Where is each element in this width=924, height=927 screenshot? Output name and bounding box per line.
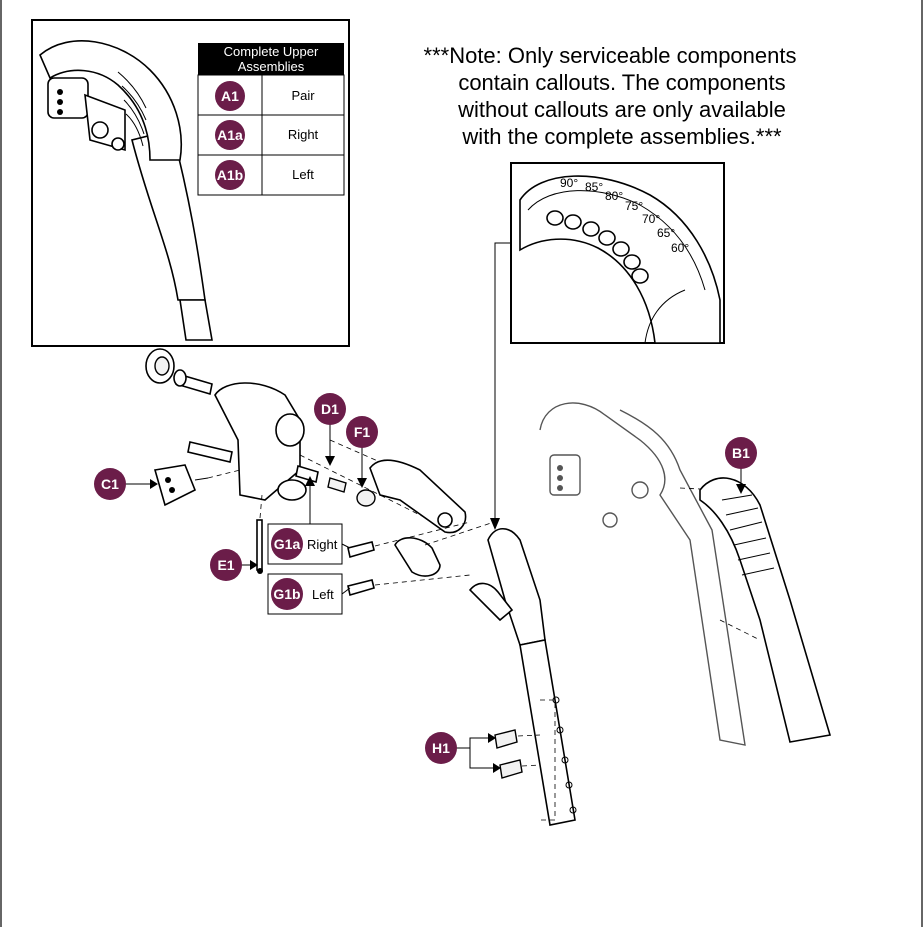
note-line-2: contain callouts. The components bbox=[458, 70, 785, 95]
callout-g1-group: G1a Right G1b Left bbox=[267, 476, 351, 615]
callout-c1-badge bbox=[94, 468, 126, 500]
angle-80: 80° bbox=[605, 189, 623, 203]
angle-65: 65° bbox=[657, 226, 675, 240]
callout-c1: C1 bbox=[101, 476, 119, 492]
callout-g1a: G1a bbox=[274, 536, 301, 552]
table-cell-left: Left bbox=[292, 167, 314, 182]
callout-g1b: G1b bbox=[273, 586, 300, 602]
table-cell-pair: Pair bbox=[291, 88, 315, 103]
callout-h1-badge bbox=[425, 732, 457, 764]
angle-detail-inset: 90° 85° 80° 75° 70° 65° 60° bbox=[510, 162, 725, 344]
angle-85: 85° bbox=[585, 180, 603, 194]
callout-a1b: A1b bbox=[217, 167, 243, 183]
housing-part bbox=[214, 382, 301, 501]
note-line-3: without callouts are only available bbox=[457, 97, 786, 122]
callout-b1: B1 bbox=[732, 445, 750, 461]
d1-screw-part bbox=[327, 477, 347, 493]
table-cell-right: Right bbox=[288, 127, 319, 142]
table-header-line2: Assemblies bbox=[238, 59, 305, 74]
pin-part bbox=[256, 519, 263, 571]
angle-70: 70° bbox=[642, 212, 660, 226]
f1-knob-part bbox=[356, 489, 376, 507]
center-tube-part bbox=[519, 639, 576, 826]
callout-a1: A1 bbox=[221, 88, 239, 104]
set-screw-part bbox=[295, 464, 319, 484]
h1-screw-bottom-part bbox=[499, 759, 523, 779]
lower-bolt-part bbox=[187, 441, 233, 463]
g1a-bolt-part bbox=[347, 541, 375, 559]
callout-f1-badge bbox=[346, 416, 378, 448]
serviceable-note: ***Note: Only serviceable components con… bbox=[424, 43, 797, 149]
clamp-block-part bbox=[153, 464, 197, 507]
callout-a1a-badge bbox=[215, 120, 245, 150]
detail-leader bbox=[494, 242, 511, 525]
angle-90: 90° bbox=[560, 176, 578, 190]
angle-60: 60° bbox=[671, 241, 689, 255]
callout-c1-group: C1 bbox=[94, 468, 158, 500]
table-header-line1: Complete Upper bbox=[224, 44, 319, 59]
detail-leader-arrow bbox=[490, 518, 500, 530]
h1-screw-top-part bbox=[494, 729, 518, 749]
g1b-side-label: Left bbox=[312, 587, 334, 602]
callout-d1-group: D1 bbox=[314, 393, 346, 466]
callout-e1: E1 bbox=[217, 557, 234, 573]
table-header-bg bbox=[198, 43, 344, 75]
callout-h1-group: H1 bbox=[425, 732, 501, 773]
callout-e1-group: E1 bbox=[210, 549, 258, 581]
callout-f1-group: F1 bbox=[346, 416, 378, 488]
callout-e1-badge bbox=[210, 549, 242, 581]
callout-g1a-badge bbox=[271, 528, 303, 560]
callout-b1-badge bbox=[725, 437, 757, 469]
note-line-1: ***Note: Only serviceable components bbox=[424, 43, 797, 68]
lower-bracket-part bbox=[394, 537, 441, 577]
angle-75: 75° bbox=[625, 199, 643, 213]
callout-f1: F1 bbox=[354, 424, 371, 440]
callout-h1: H1 bbox=[432, 740, 450, 756]
g1a-side-label: Right bbox=[307, 537, 338, 552]
right-assembly-part bbox=[539, 402, 746, 746]
callout-g1b-badge bbox=[271, 578, 303, 610]
callout-d1: D1 bbox=[321, 401, 339, 417]
callout-b1-group: B1 bbox=[725, 437, 757, 494]
g1b-bolt-part bbox=[347, 579, 375, 597]
callout-a1-badge bbox=[215, 81, 245, 111]
exploded-parts bbox=[145, 348, 832, 826]
callout-a1a: A1a bbox=[217, 127, 243, 143]
tube-mount-part bbox=[487, 527, 546, 646]
b1-grip-part bbox=[699, 477, 832, 743]
assembly-table: Complete Upper Assemblies A1 Pair A1a Ri… bbox=[197, 43, 345, 196]
note-line-4: with the complete assemblies.*** bbox=[461, 124, 782, 149]
callout-d1-badge bbox=[314, 393, 346, 425]
callout-a1b-badge bbox=[215, 160, 245, 190]
